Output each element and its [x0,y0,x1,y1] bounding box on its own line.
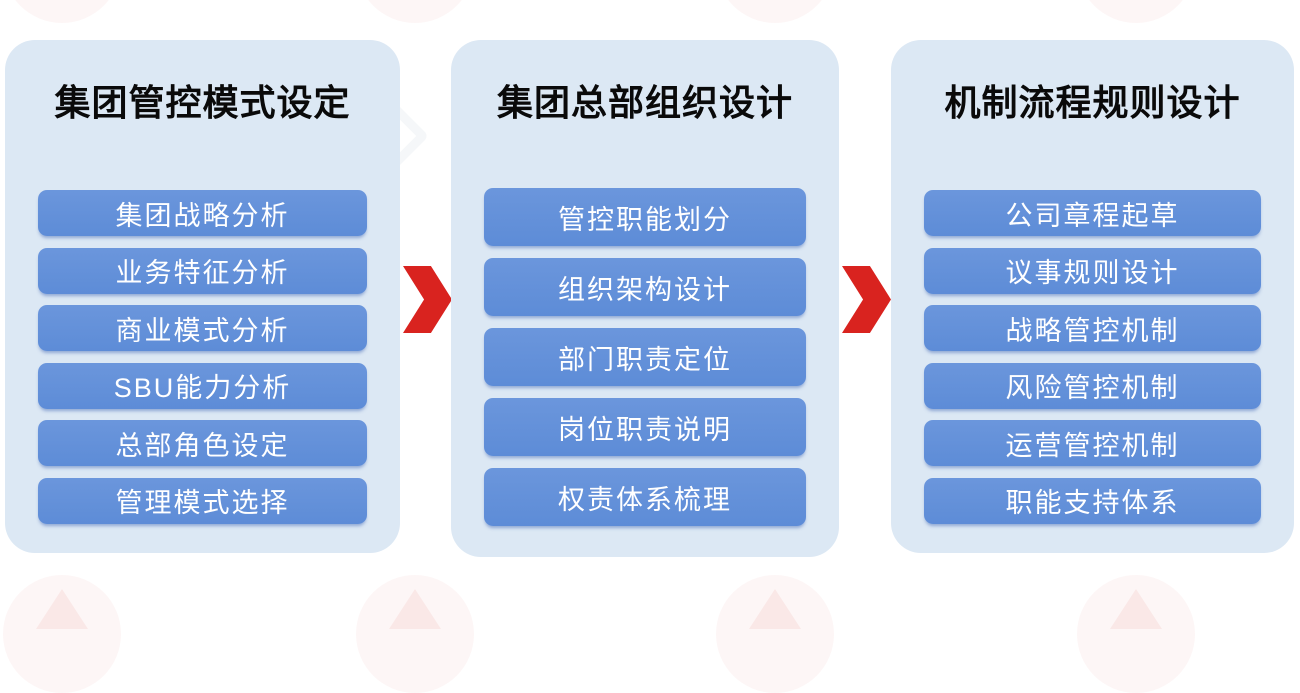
process-diagram: 集团管控模式设定 集团战略分析 业务特征分析 商业模式分析 SBU能力分析 总部… [0,0,1300,600]
step-pill: 组织架构设计 [484,258,806,316]
stage-title: 机制流程规则设计 [944,82,1241,123]
step-list: 管控职能划分 组织架构设计 部门职责定位 岗位职责说明 权责体系梳理 [484,188,806,526]
stage-title: 集团管控模式设定 [54,82,351,123]
watermark-stamp [1077,575,1195,693]
watermark-stamp [3,0,121,23]
step-list: 集团战略分析 业务特征分析 商业模式分析 SBU能力分析 总部角色设定 管理模式… [38,190,367,524]
step-pill: 集团战略分析 [38,190,367,236]
watermark-stamp [716,575,834,693]
step-pill: 运营管控机制 [924,420,1261,466]
watermark-stamp [716,0,834,23]
watermark-stamp [356,0,474,23]
step-pill: 管控职能划分 [484,188,806,246]
watermark-stamp [356,575,474,693]
watermark-stamp [1077,0,1195,23]
chevron-right-icon [842,266,891,333]
step-pill: 风险管控机制 [924,362,1261,409]
stage-panel-hq-org-design: 集团总部组织设计 管控职能划分 组织架构设计 部门职责定位 岗位职责说明 权责体… [451,40,839,557]
step-pill: 公司章程起草 [924,190,1261,236]
step-list: 公司章程起草 议事规则设计 战略管控机制 风险管控机制 运营管控机制 职能支持体… [924,190,1261,524]
stage-panel-mechanism-process-rules: 机制流程规则设计 公司章程起草 议事规则设计 战略管控机制 风险管控机制 运营管… [891,40,1294,553]
step-pill: 岗位职责说明 [484,398,806,456]
watermark-stamp [3,575,121,693]
stage-panel-control-mode: 集团管控模式设定 集团战略分析 业务特征分析 商业模式分析 SBU能力分析 总部… [5,40,400,553]
step-pill: 业务特征分析 [38,247,367,294]
chevron-right-icon [403,266,452,333]
step-pill: 总部角色设定 [38,420,367,466]
stage-title: 集团总部组织设计 [496,82,793,123]
step-pill: SBU能力分析 [38,362,367,409]
step-pill: 部门职责定位 [484,328,806,386]
step-pill: 职能支持体系 [924,477,1261,524]
step-pill: 权责体系梳理 [484,468,806,526]
step-pill: 管理模式选择 [38,477,367,524]
step-pill: 商业模式分析 [38,305,367,351]
step-pill: 战略管控机制 [924,305,1261,351]
step-pill: 议事规则设计 [924,247,1261,294]
